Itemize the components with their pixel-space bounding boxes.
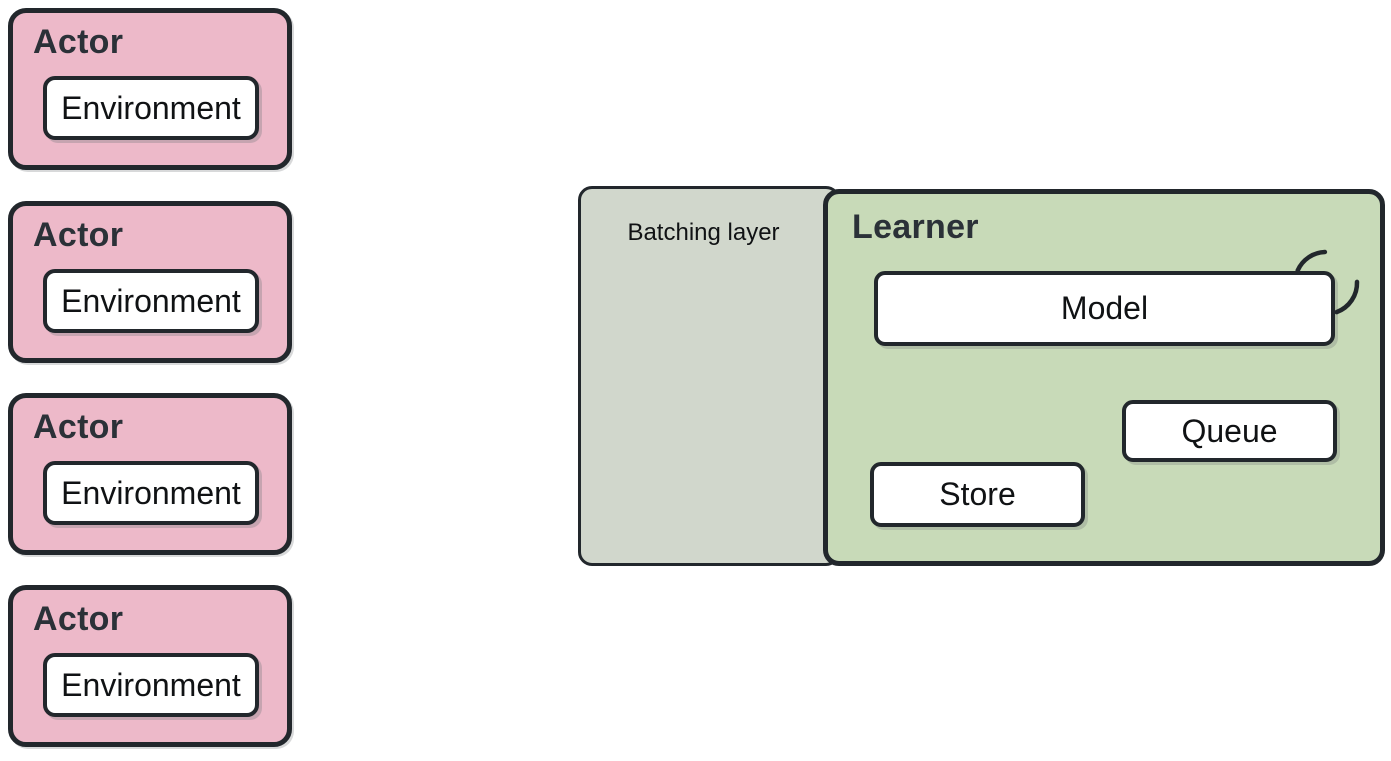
actor-label: Actor — [33, 408, 124, 446]
actor-label: Actor — [33, 600, 124, 638]
batching-layer-box: Batching layer — [578, 186, 840, 566]
environment-box: Environment — [43, 653, 259, 717]
queue-box: Queue — [1122, 400, 1337, 462]
environment-label: Environment — [61, 282, 241, 319]
actor-box-2: Actor Environment — [8, 201, 292, 363]
actor-box-4: Actor Environment — [8, 585, 292, 747]
environment-box: Environment — [43, 76, 259, 140]
store-box: Store — [870, 462, 1085, 527]
actor-label: Actor — [33, 216, 124, 254]
environment-label: Environment — [61, 474, 241, 511]
learner-box: Learner Model Queue Store — [823, 189, 1385, 566]
learner-label: Learner — [852, 208, 979, 246]
batching-layer-label: Batching layer — [627, 219, 780, 246]
environment-label: Environment — [61, 666, 241, 703]
actor-box-3: Actor Environment — [8, 393, 292, 555]
environment-label: Environment — [61, 89, 241, 126]
environment-box: Environment — [43, 269, 259, 333]
environment-box: Environment — [43, 461, 259, 525]
actor-label: Actor — [33, 23, 124, 61]
model-box: Model — [874, 271, 1335, 346]
actor-box-1: Actor Environment — [8, 8, 292, 170]
